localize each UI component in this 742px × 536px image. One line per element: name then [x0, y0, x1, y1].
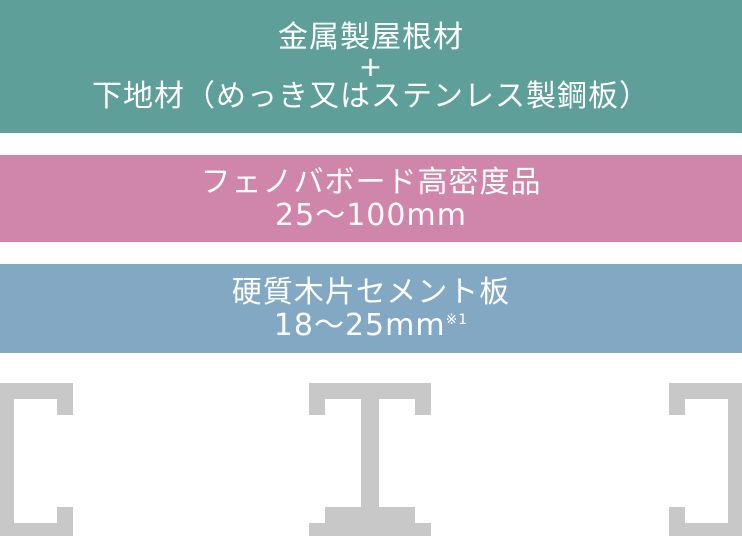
phenol-board-thickness: 25〜100mm	[275, 197, 467, 233]
left-c-channel	[0, 383, 73, 536]
cement-board-label: 硬質木片セメント板	[231, 274, 511, 310]
cement-board-layer: 硬質木片セメント板 18〜25mm※1	[0, 264, 742, 353]
cement-board-thickness-line: 18〜25mm※1	[274, 309, 468, 342]
plus-sign: +	[358, 49, 384, 83]
cement-board-thickness: 18〜25mm	[273, 307, 446, 343]
roofing-layer: 金属製屋根材 + 下地材（めっき又はステンレス製鋼板）	[0, 0, 742, 133]
roofing-material-label: 金属製屋根材	[278, 19, 464, 55]
footnote-mark: ※1	[445, 311, 469, 328]
steel-frames	[0, 383, 742, 536]
phenol-board-label: フェノバボード高密度品	[200, 164, 542, 200]
phenol-board-layer: フェノバボード高密度品 25〜100mm	[0, 155, 742, 242]
right-c-channel	[669, 383, 742, 536]
substrate-material-label: 下地材（めっき又はステンレス製鋼板）	[92, 78, 650, 114]
center-h-beam	[309, 383, 431, 536]
